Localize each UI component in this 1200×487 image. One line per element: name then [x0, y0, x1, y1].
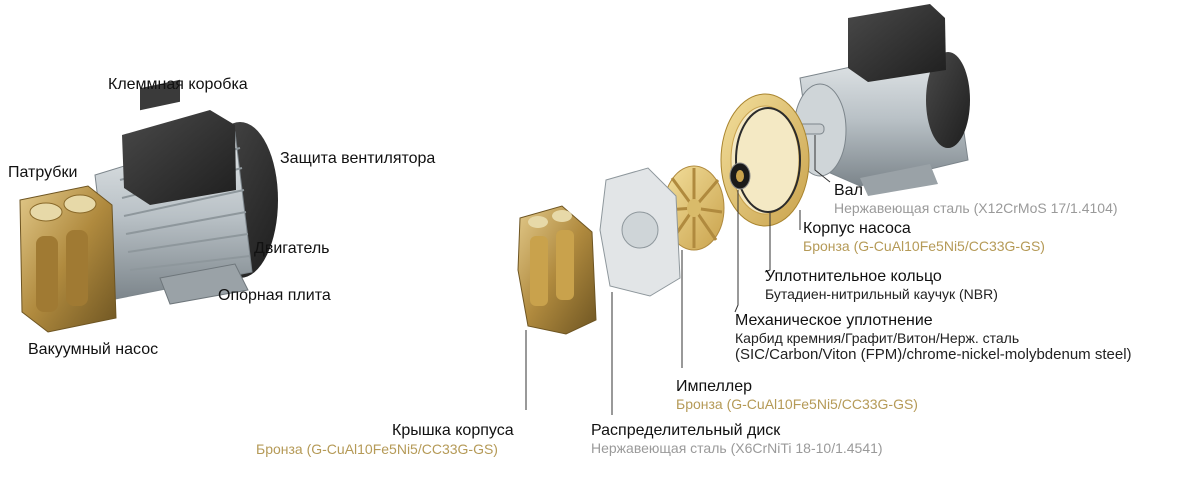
o-ring — [735, 107, 801, 213]
label-mechanical-seal: Механическое уплотнение Карбид кремния/Г… — [735, 312, 1132, 364]
exploded-fan-guard — [926, 52, 970, 148]
label-casing-cover: Крышка корпуса — [392, 422, 514, 440]
mechanical-seal-material-ru: Карбид кремния/Графит/Витон/Нерж. сталь — [735, 330, 1020, 347]
casing-cover-material: Бронза (G-CuAl10Fe5Ni5/CC33G-GS) — [256, 441, 498, 457]
casing-cover-rib — [556, 230, 574, 300]
distribution-disc-port — [621, 211, 659, 249]
nozzles-label: Патрубки — [8, 164, 78, 181]
pump-head-rib — [66, 230, 88, 306]
pump-casing-name: Корпус насоса — [803, 220, 911, 237]
terminal-box-label: Клеммная коробка — [108, 76, 248, 93]
shaft-material: Нержавеющая сталь (X12CrMoS 17/1.4104) — [834, 200, 1118, 217]
mechanical-seal-material-en: (SIC/Carbon/Viton (FPM)/chrome-nickel-mo… — [735, 346, 1132, 364]
label-nozzles: Патрубки — [8, 164, 77, 182]
casing-cover-name: Крышка корпуса — [392, 422, 514, 439]
casing-cover-rib — [530, 236, 548, 306]
impeller — [663, 165, 725, 251]
leader-mechanical-seal — [734, 190, 739, 313]
impeller-name: Импеллер — [676, 378, 752, 395]
label-vacuum-pump: Вакуумный насос — [28, 341, 158, 359]
base-plate-label: Опорная плита — [218, 287, 331, 304]
label-shaft: Вал Нержавеющая сталь (X12CrMoS 17/1.410… — [834, 182, 1118, 216]
distribution-disc-material: Нержавеющая сталь (X6CrNiTi 18-10/1.4541… — [591, 440, 883, 457]
impeller-material: Бронза (G-CuAl10Fe5Ni5/CC33G-GS) — [676, 396, 918, 413]
terminal-box-lid — [140, 79, 180, 111]
o-ring-material: Бутадиен-нитрильный каучук (NBR) — [765, 286, 998, 303]
nozzle-left — [29, 202, 63, 222]
pump-casing-material: Бронза (G-CuAl10Fe5Ni5/CC33G-GS) — [803, 238, 1045, 255]
assembled-pump — [19, 79, 278, 333]
o-ring-name: Уплотнительное кольцо — [765, 268, 942, 285]
pump-head-rib — [36, 236, 58, 312]
leader-o-ring — [764, 212, 771, 273]
label-pump-casing: Корпус насоса Бронза (G-CuAl10Fe5Ni5/CC3… — [803, 220, 1045, 254]
leader-lines — [525, 135, 831, 415]
label-fan-guard: Защита вентилятора — [280, 150, 435, 168]
mechanical-seal-core — [736, 170, 744, 182]
base-plate — [159, 263, 249, 305]
label-distribution-disc: Распределительный диск Нержавеющая сталь… — [591, 422, 883, 456]
leader-shaft — [814, 135, 831, 183]
distribution-disc-name: Распределительный диск — [591, 422, 781, 439]
mechanical-seal-name: Механическое уплотнение — [735, 312, 933, 329]
casing-cover-port — [528, 216, 548, 228]
casing-cover-port — [552, 210, 572, 222]
fan-guard-label: Защита вентилятора — [280, 150, 436, 167]
exploded-view — [517, 4, 970, 335]
label-o-ring: Уплотнительное кольцо Бутадиен-нитрильны… — [765, 268, 998, 302]
label-base-plate: Опорная плита — [218, 287, 331, 305]
motor-label: Двигатель — [254, 240, 330, 257]
vacuum-pump-label: Вакуумный насос — [28, 341, 159, 358]
label-impeller: Импеллер Бронза (G-CuAl10Fe5Ni5/CC33G-GS… — [676, 378, 918, 412]
label-casing-cover-material: Бронза (G-CuAl10Fe5Ni5/CC33G-GS) — [256, 441, 498, 457]
label-motor: Двигатель — [254, 240, 330, 258]
nozzle-right — [63, 194, 97, 214]
exploded-motor-foot — [860, 164, 938, 196]
shaft-name: Вал — [834, 182, 863, 199]
exploded-terminal-box — [848, 4, 946, 82]
terminal-box — [122, 110, 236, 205]
label-terminal-box: Клеммная коробка — [108, 76, 248, 94]
